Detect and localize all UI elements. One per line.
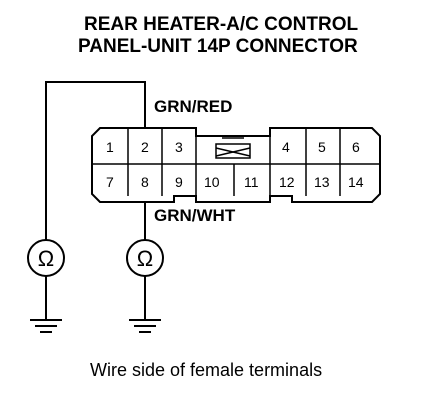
ohmmeter-right: Ω (126, 239, 164, 333)
ground-icon (129, 319, 161, 333)
pin-number: 3 (175, 139, 183, 155)
pin-number: 13 (314, 174, 330, 190)
pin-number: 1 (106, 139, 114, 155)
ohm-icon: Ω (137, 246, 153, 271)
ground-icon (30, 319, 62, 333)
pin-number: 4 (282, 139, 290, 155)
diagram-title-line2: PANEL-UNIT 14P CONNECTOR (78, 36, 358, 57)
diagram-title-line1: REAR HEATER-A/C CONTROL (84, 14, 358, 35)
pin-number: 6 (352, 139, 360, 155)
wire-label-grn-wht: GRN/WHT (154, 206, 236, 225)
connector-outline (91, 127, 381, 203)
ohmmeter-left: Ω (27, 239, 65, 333)
connector-14p: 1 2 3 4 5 6 7 8 9 10 11 12 13 14 (91, 127, 381, 203)
pin-number: 2 (141, 139, 149, 155)
pin-number: 11 (244, 174, 259, 190)
pin-number: 5 (318, 139, 326, 155)
diagram-caption: Wire side of female terminals (90, 360, 322, 380)
ohm-icon: Ω (38, 246, 54, 271)
wire-label-grn-red: GRN/RED (154, 97, 232, 116)
pin-number: 14 (348, 174, 364, 190)
pin-number: 8 (141, 174, 149, 190)
pin-number: 7 (106, 174, 114, 190)
pin-number: 9 (175, 174, 183, 190)
pin-number: 10 (204, 174, 220, 190)
connector-lock-tab (215, 137, 251, 159)
wire-grn-red (45, 81, 146, 240)
pin-number: 12 (279, 174, 295, 190)
